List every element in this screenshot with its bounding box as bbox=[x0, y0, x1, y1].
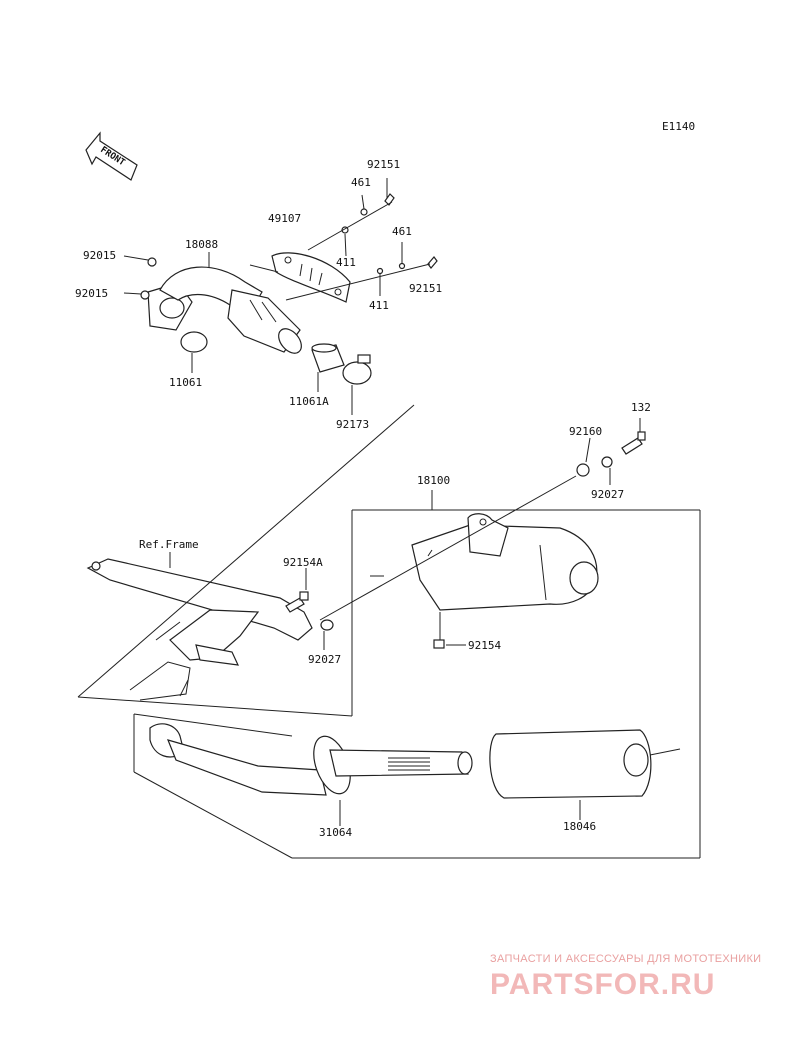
label-92151-right: 92151 bbox=[409, 282, 442, 295]
watermark-tagline: ЗАПЧАСТИ И АКСЕССУАРЫ ДЛЯ МОТОТЕХНИКИ bbox=[490, 953, 761, 965]
label-ref-frame: Ref.Frame bbox=[139, 538, 199, 551]
diagram-code: E1140 bbox=[662, 120, 695, 133]
label-411-bottom: 411 bbox=[369, 299, 389, 312]
label-49107: 49107 bbox=[268, 212, 301, 225]
header-pipe-18088 bbox=[147, 266, 302, 354]
label-18046: 18046 bbox=[563, 820, 596, 833]
mount-hardware-132 bbox=[319, 418, 646, 621]
label-11061: 11061 bbox=[169, 376, 202, 389]
label-92015-bottom: 92015 bbox=[75, 287, 108, 300]
front-direction-arrow: FRONT bbox=[85, 131, 138, 181]
label-92151-top: 92151 bbox=[367, 158, 400, 171]
label-92027-right: 92027 bbox=[591, 488, 624, 501]
label-92154A: 92154A bbox=[283, 556, 323, 569]
label-411-top: 411 bbox=[336, 256, 356, 269]
muffler-bolt-92154 bbox=[433, 612, 466, 649]
frame-bolt-92154A bbox=[285, 568, 334, 650]
clamp-92173 bbox=[342, 354, 372, 385]
label-461-right: 461 bbox=[392, 225, 412, 238]
label-92027-left: 92027 bbox=[308, 653, 341, 666]
label-92015-top: 92015 bbox=[83, 249, 116, 262]
heat-guard-49107 bbox=[271, 252, 351, 303]
label-31064: 31064 bbox=[319, 826, 352, 839]
reference-frame bbox=[86, 552, 313, 701]
muffler-18100 bbox=[370, 513, 599, 611]
label-132: 132 bbox=[631, 401, 651, 414]
label-461-top: 461 bbox=[351, 176, 371, 189]
part-labels: 92151 461 49107 411 461 92015 18088 9201… bbox=[75, 158, 651, 839]
muffler-assembly-outline bbox=[77, 404, 701, 859]
label-92173: 92173 bbox=[336, 418, 369, 431]
label-11061A: 11061A bbox=[289, 395, 329, 408]
gasket-11061 bbox=[180, 331, 208, 353]
label-92154: 92154 bbox=[468, 639, 501, 652]
muffler-shell-18046 bbox=[489, 729, 681, 820]
label-92160: 92160 bbox=[569, 425, 602, 438]
label-18100: 18100 bbox=[417, 474, 450, 487]
inner-pipe-31064 bbox=[149, 723, 473, 826]
watermark-logo: PARTSFOR.RU bbox=[490, 968, 715, 1001]
top-leader-lines bbox=[123, 178, 431, 415]
watermark: ЗАПЧАСТИ И АКСЕССУАРЫ ДЛЯ МОТОТЕХНИКИ PA… bbox=[490, 953, 761, 1001]
label-18088: 18088 bbox=[185, 238, 218, 251]
gasket-11061A bbox=[311, 343, 345, 373]
